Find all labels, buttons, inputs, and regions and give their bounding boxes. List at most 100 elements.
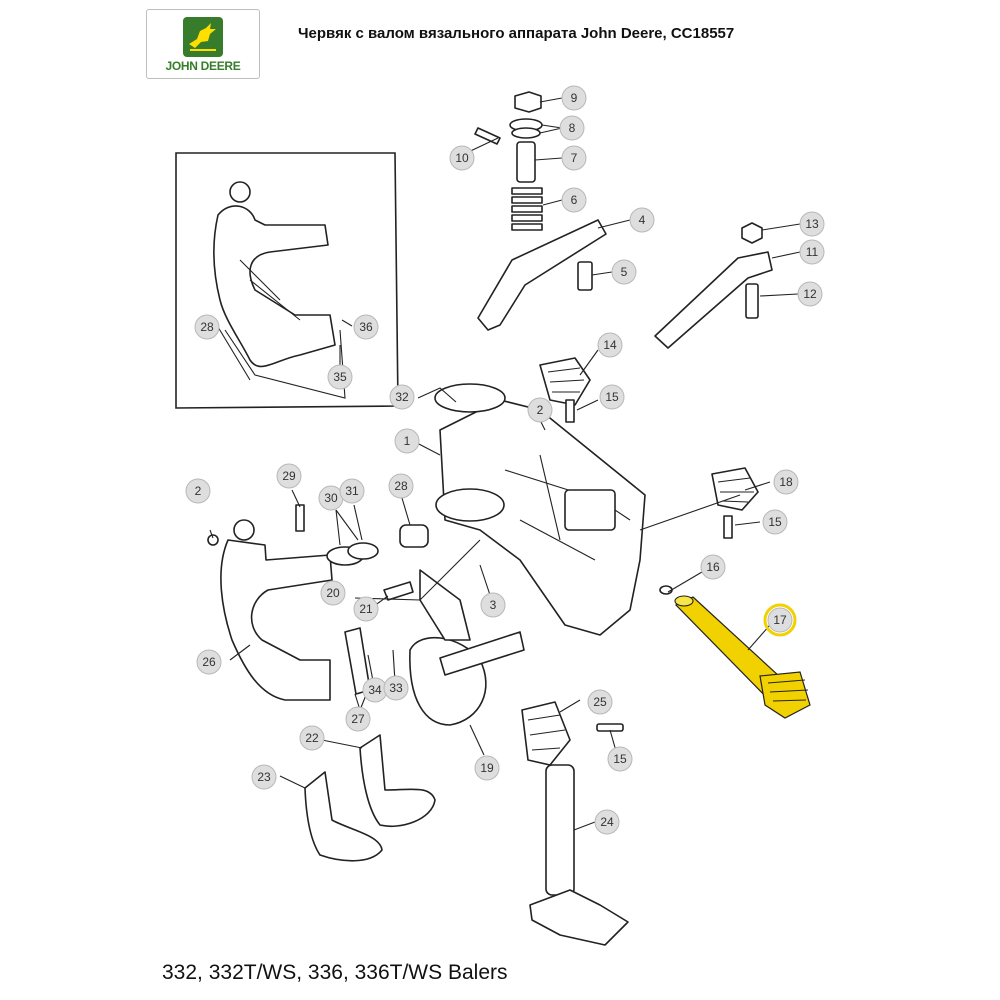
callout-number: 28 [394, 479, 408, 493]
callout-bubble [797, 281, 823, 307]
callout-bubble [629, 207, 655, 233]
callout-number: 3 [490, 598, 497, 612]
callout-bubble [276, 463, 302, 489]
deer-logo-icon [183, 17, 223, 57]
callout-bubble [185, 478, 211, 504]
callout-bubble [559, 115, 585, 141]
plate-part-22 [359, 734, 436, 827]
lever-part-4 [477, 219, 607, 331]
callout-18: 18 [773, 469, 799, 495]
callout-27: 27 [345, 706, 371, 732]
callout-number: 18 [779, 475, 793, 489]
callout-6: 6 [561, 187, 587, 213]
callout-10: 10 [449, 145, 475, 171]
callout-bubble [474, 755, 500, 781]
callout-number: 15 [613, 752, 627, 766]
callout-number: 10 [455, 151, 469, 165]
callout-bubble [762, 509, 788, 535]
callout-bubble [339, 478, 365, 504]
callout-12: 12 [797, 281, 823, 307]
callout-bubble [799, 211, 825, 237]
callout-number: 8 [569, 121, 576, 135]
callout-25: 25 [587, 689, 613, 715]
callout-number: 28 [200, 320, 214, 334]
callout-2: 2 [527, 397, 553, 423]
callout-bubble [561, 85, 587, 111]
callout-number: 13 [805, 217, 819, 231]
main-frame-part-1 [434, 383, 646, 636]
cam-part-19 [344, 569, 525, 726]
callout-number: 20 [326, 586, 340, 600]
callout-bubble [389, 384, 415, 410]
callout-bubble [383, 675, 409, 701]
john-deere-logo: JOHN DEERE [146, 9, 260, 79]
gear-parts [539, 357, 759, 539]
callout-26: 26 [196, 649, 222, 675]
knotter-shaft-part-24 [521, 701, 629, 946]
callout-number: 6 [571, 193, 578, 207]
callout-number: 16 [706, 560, 720, 574]
callout-21: 21 [353, 596, 379, 622]
inset-detail-box [175, 152, 399, 409]
callout-bubble [527, 397, 553, 423]
callout-13: 13 [799, 211, 825, 237]
logo-wordmark: JOHN DEERE [165, 59, 241, 73]
callout-17: 17 [767, 607, 793, 633]
callout-bubble [767, 607, 793, 633]
callout-23: 23 [251, 764, 277, 790]
lever-part-11 [654, 222, 773, 349]
callout-bubble [561, 145, 587, 171]
callout-bubble [597, 332, 623, 358]
callout-bubble [327, 364, 353, 390]
callout-15: 15 [599, 384, 625, 410]
callout-number: 12 [803, 287, 817, 301]
callout-bubble [611, 259, 637, 285]
callout-bubble [320, 580, 346, 606]
plate-part-23 [304, 771, 383, 862]
callout-number: 32 [395, 390, 409, 404]
page-title: Червяк с валом вязального аппарата John … [298, 25, 735, 42]
callout-number: 9 [571, 91, 578, 105]
callout-5: 5 [611, 259, 637, 285]
callout-number: 29 [282, 469, 296, 483]
callout-bubble [587, 689, 613, 715]
callout-number: 33 [389, 681, 403, 695]
callout-bubble [449, 145, 475, 171]
callout-number: 31 [345, 484, 359, 498]
callout-number: 2 [195, 484, 202, 498]
callout-bubble [345, 706, 371, 732]
callout-1: 1 [394, 428, 420, 454]
worm-shaft-part-17-highlighted [659, 585, 811, 719]
callout-28: 28 [194, 314, 220, 340]
callout-number: 25 [593, 695, 607, 709]
callout-35: 35 [327, 364, 353, 390]
callout-bubble [194, 314, 220, 340]
callout-number: 1 [404, 434, 411, 448]
callout-34: 34 [362, 677, 388, 703]
callout-number: 23 [257, 770, 271, 784]
leader-lines [209, 97, 801, 831]
callout-number: 30 [324, 491, 338, 505]
callout-number: 26 [202, 655, 216, 669]
callout-bubble [594, 809, 620, 835]
callout-number: 14 [603, 338, 617, 352]
callout-bubble [196, 649, 222, 675]
callout-bubble [773, 469, 799, 495]
callout-number: 15 [768, 515, 782, 529]
callout-number: 2 [537, 403, 544, 417]
callout-number: 11 [806, 245, 819, 259]
callout-number: 4 [639, 213, 646, 227]
callout-bubble [394, 428, 420, 454]
callout-number: 27 [351, 712, 365, 726]
callout-number: 7 [571, 151, 578, 165]
callout-9: 9 [561, 85, 587, 111]
callout-32: 32 [389, 384, 415, 410]
callout-number: 36 [359, 320, 373, 334]
callout-number: 19 [480, 761, 494, 775]
callout-number: 21 [359, 602, 373, 616]
callout-15: 15 [762, 509, 788, 535]
callout-number: 15 [605, 390, 619, 404]
callout-24: 24 [594, 809, 620, 835]
callout-19: 19 [474, 755, 500, 781]
callout-number: 22 [305, 731, 319, 745]
